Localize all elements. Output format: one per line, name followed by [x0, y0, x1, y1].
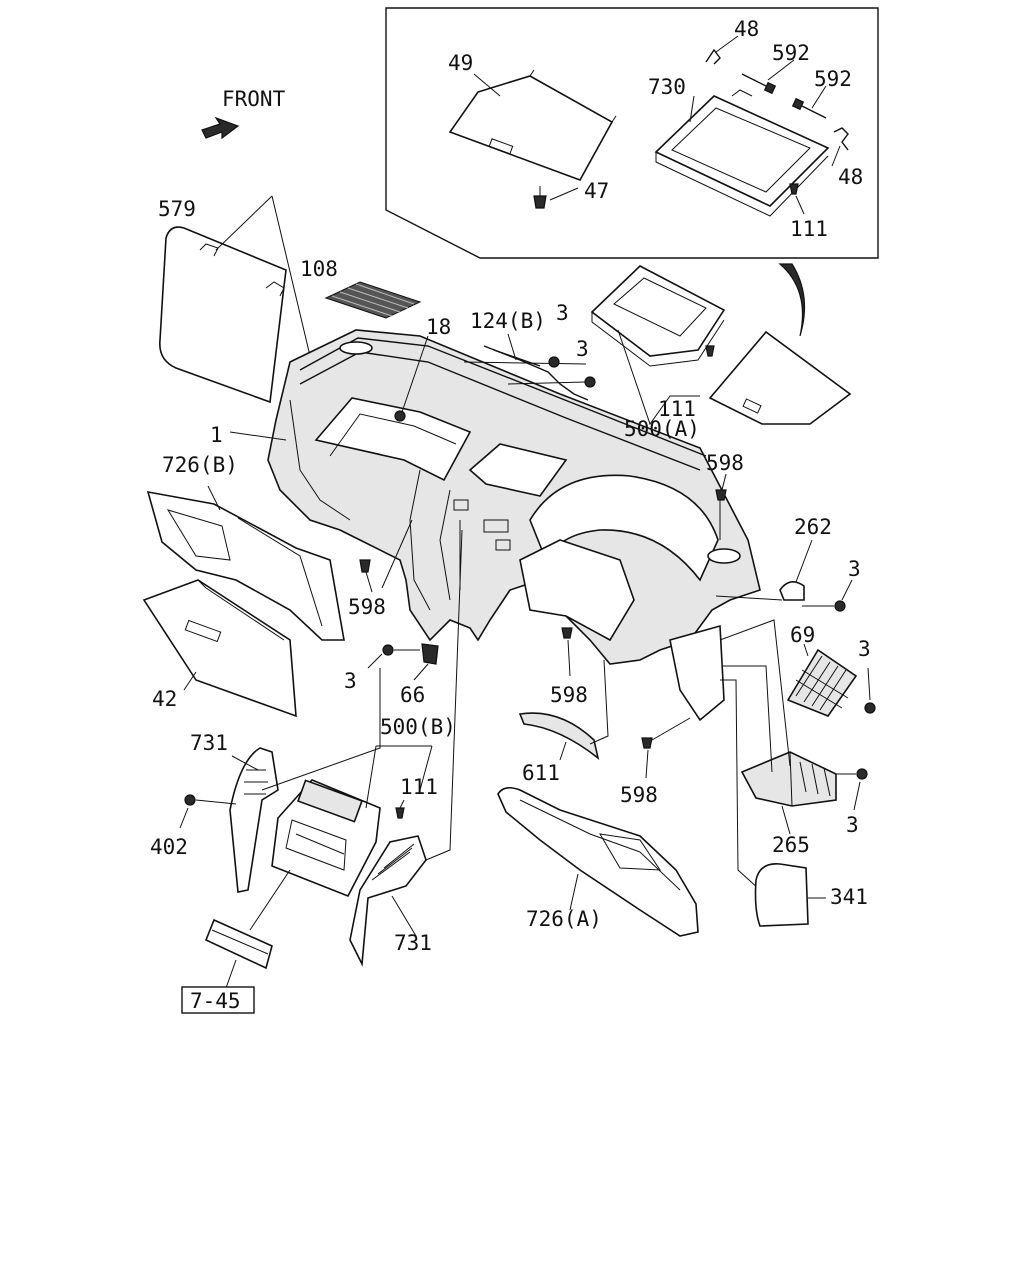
label-48-top: 48 — [734, 17, 759, 41]
label-49: 49 — [448, 51, 473, 75]
label-66: 66 — [400, 683, 425, 707]
part-48-wire-top — [705, 48, 721, 65]
part-598-clip-d — [641, 737, 653, 749]
label-726a: 726(A) — [526, 907, 602, 931]
part-49-lid — [448, 69, 617, 181]
label-731-left: 731 — [190, 731, 228, 755]
label-111-inset: 111 — [790, 217, 828, 241]
label-124b: 124(B) — [470, 309, 546, 333]
part-42-glovebox — [142, 579, 297, 718]
label-402: 402 — [150, 835, 188, 859]
part-598-clip-a — [359, 559, 371, 573]
label-730: 730 — [648, 75, 686, 99]
part-66-bracket — [367, 643, 439, 681]
part-69-vent — [786, 643, 876, 717]
part-726a-lower-cover — [497, 786, 699, 937]
label-18: 18 — [426, 315, 451, 339]
reference-box-label: 7-45 — [190, 989, 241, 1013]
label-108: 108 — [300, 257, 338, 281]
label-500a: 500(A) — [624, 417, 700, 441]
label-598-bottom: 598 — [620, 783, 658, 807]
part-731-bracket-left — [179, 692, 381, 893]
label-341: 341 — [830, 885, 868, 909]
part-592-screws — [741, 73, 827, 119]
label-69: 69 — [790, 623, 815, 647]
part-341-cap — [754, 863, 809, 927]
inset-detail — [385, 7, 879, 259]
label-265: 265 — [772, 833, 810, 857]
label-579: 579 — [158, 197, 196, 221]
part-7-45-insert — [204, 869, 291, 989]
label-726b: 726(B) — [162, 453, 238, 477]
label-3-f: 3 — [846, 813, 859, 837]
inset-pointer — [778, 263, 806, 337]
front-direction-arrow — [201, 116, 240, 140]
part-124b-harness — [463, 333, 596, 401]
part-500b-center-bezel — [271, 745, 433, 898]
part-111-clip-inset — [789, 183, 799, 195]
label-598-left: 598 — [348, 595, 386, 619]
label-500b: 500(B) — [380, 715, 456, 739]
part-262-switch — [715, 539, 853, 612]
label-1: 1 — [210, 423, 223, 447]
part-500a-storage-box — [590, 265, 852, 426]
part-18-clip — [394, 410, 406, 422]
label-262: 262 — [794, 515, 832, 539]
reference-box-frame — [181, 986, 255, 1014]
label-598-center: 598 — [550, 683, 588, 707]
right-leaders — [719, 619, 791, 891]
label-592-b: 592 — [814, 67, 852, 91]
label-3-d: 3 — [858, 637, 871, 661]
part-579-panel — [159, 195, 331, 441]
label-3-a: 3 — [556, 301, 569, 325]
part-730-frame — [654, 89, 830, 217]
part-265-vent — [740, 751, 868, 835]
part-598-clip-c — [561, 627, 573, 639]
label-42: 42 — [152, 687, 177, 711]
label-611: 611 — [522, 761, 560, 785]
label-47: 47 — [584, 179, 609, 203]
label-731-right: 731 — [394, 931, 432, 955]
part-108-mesh — [324, 281, 422, 319]
part-598-clip-b — [715, 489, 727, 501]
part-47-clip — [533, 186, 547, 209]
label-3-c: 3 — [848, 557, 861, 581]
label-598-top-right: 598 — [706, 451, 744, 475]
label-3-e: 3 — [344, 669, 357, 693]
label-111-box: 111 — [658, 397, 696, 421]
part-731-bracket-right — [349, 529, 463, 967]
label-48-right: 48 — [838, 165, 863, 189]
label-111-center: 111 — [400, 775, 438, 799]
part-1-instrument-panel — [267, 329, 761, 722]
part-611-trim-strip — [518, 712, 600, 761]
label-592-a: 592 — [772, 41, 810, 65]
front-label: FRONT — [222, 87, 286, 111]
label-3-b: 3 — [576, 337, 589, 361]
part-726b-lower-cover — [146, 485, 345, 641]
part-48-wire-right — [833, 127, 849, 151]
